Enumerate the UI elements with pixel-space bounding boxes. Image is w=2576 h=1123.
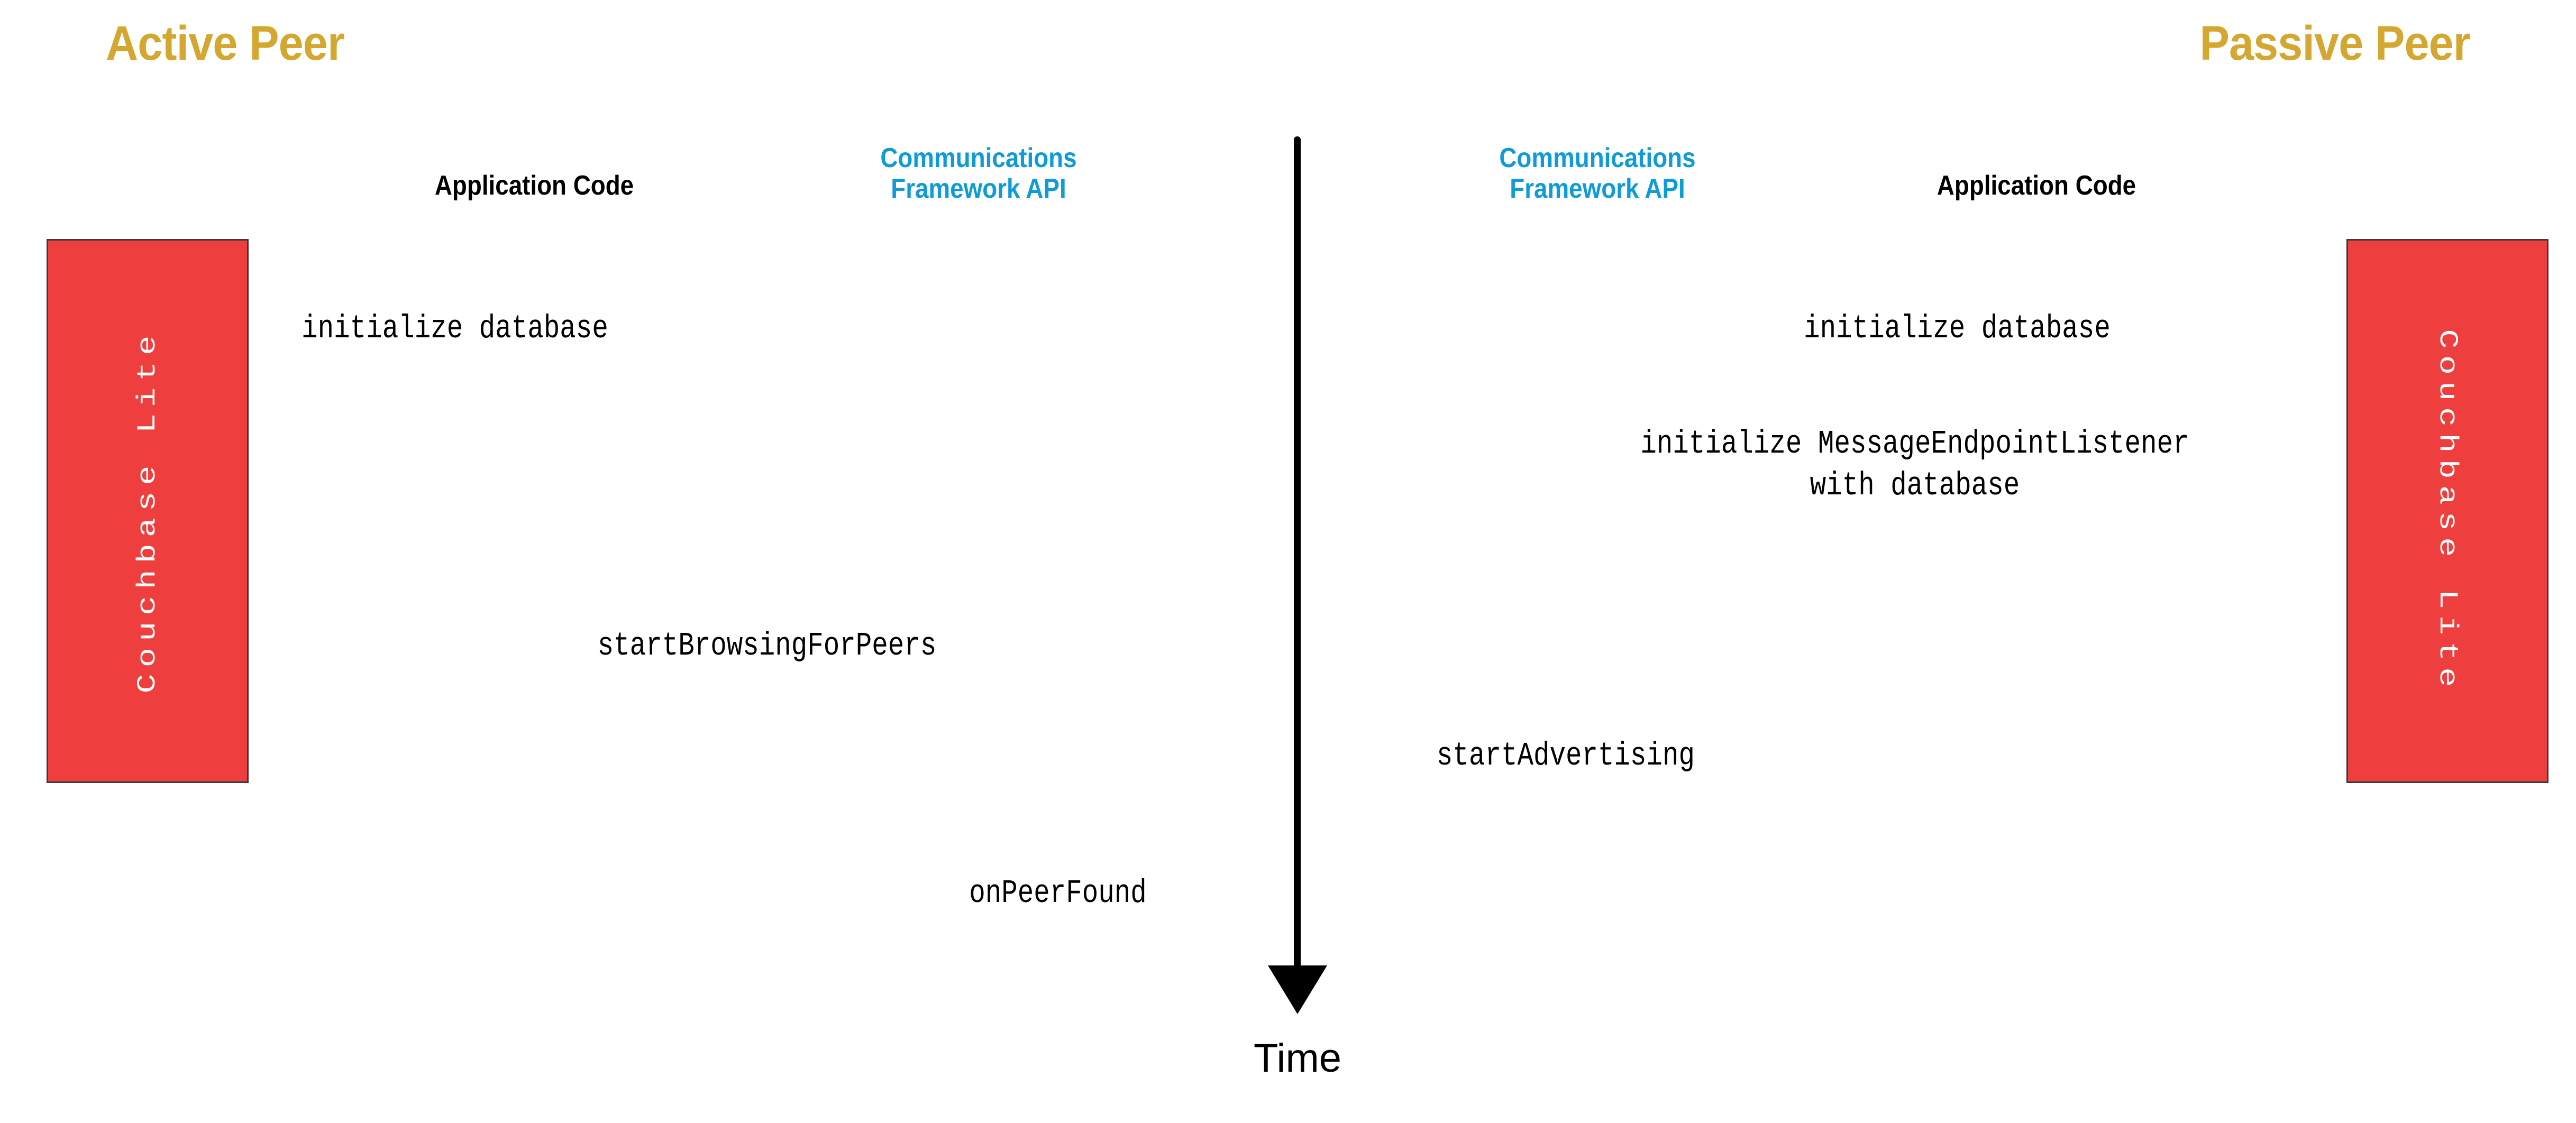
message-on-peer-found: onPeerFound (969, 875, 1147, 912)
message-initialize-message-endpoint-listener: initialize MessageEndpointListener with … (1640, 425, 2189, 505)
time-axis-line (1294, 136, 1301, 968)
time-axis-label: Time (1253, 1036, 1342, 1081)
column-header-application-code-right: Application Code (1936, 170, 2136, 201)
column-header-application-code-left: Application Code (434, 170, 634, 201)
message-initialize-database-right: initialize database (1804, 310, 2111, 347)
message-start-browsing-for-peers: startBrowsingForPeers (597, 627, 937, 665)
couchbase-lite-box-left: Couchbase Lite (47, 239, 249, 783)
message-start-advertising: startAdvertising (1436, 737, 1695, 775)
active-peer-title: Active Peer (106, 16, 345, 70)
column-header-communications-framework-api-left: Communications Framework API (880, 143, 1077, 205)
couchbase-lite-label-right: Couchbase Lite (2432, 329, 2463, 693)
passive-peer-title: Passive Peer (2199, 16, 2471, 70)
down-arrow-icon (1268, 965, 1327, 1014)
couchbase-lite-box-right: Couchbase Lite (2346, 239, 2548, 783)
message-initialize-database-left: initialize database (302, 310, 608, 347)
column-header-communications-framework-api-right: Communications Framework API (1499, 143, 1696, 205)
couchbase-lite-label-left: Couchbase Lite (132, 329, 163, 693)
